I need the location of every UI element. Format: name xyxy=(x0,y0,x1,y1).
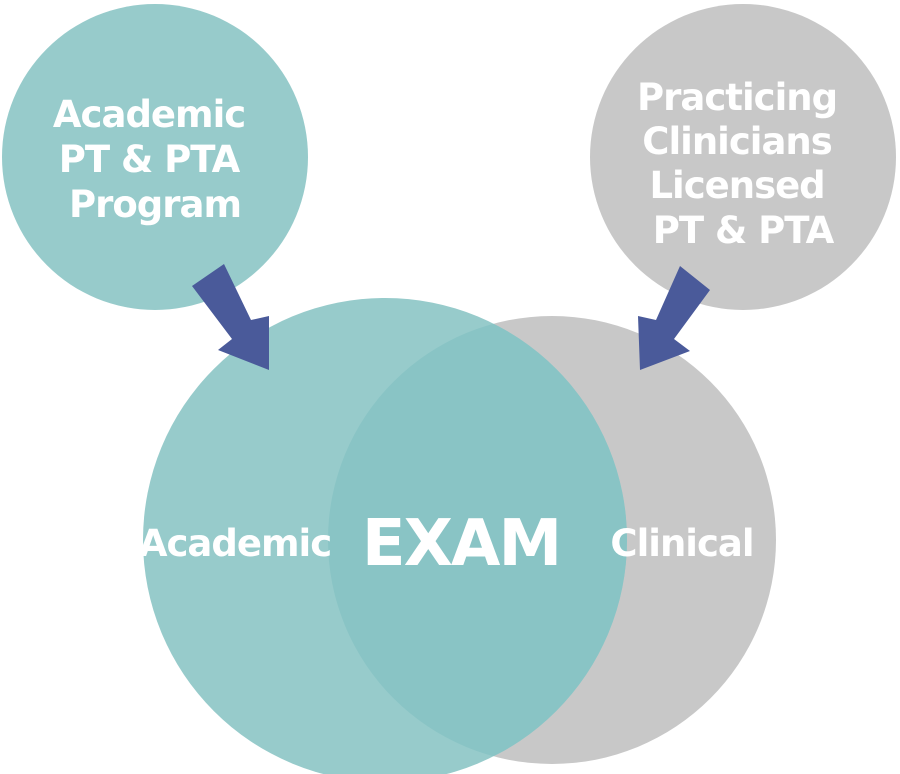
exam-label: EXAM xyxy=(362,507,560,581)
academic-program-circle xyxy=(2,4,308,310)
exam-overlap xyxy=(328,316,627,764)
academic-label: Academic xyxy=(139,522,331,565)
practicing-clinicians-circle xyxy=(590,4,896,310)
academic-program-label: Academic PT & PTA Program xyxy=(53,93,257,226)
clinical-label: Clinical xyxy=(610,522,753,565)
arrow-down-left-icon xyxy=(638,266,710,370)
arrow-down-right-icon xyxy=(192,264,269,370)
practicing-clinicians-label: Practicing Clinicians Licensed PT & PTA xyxy=(637,76,849,252)
